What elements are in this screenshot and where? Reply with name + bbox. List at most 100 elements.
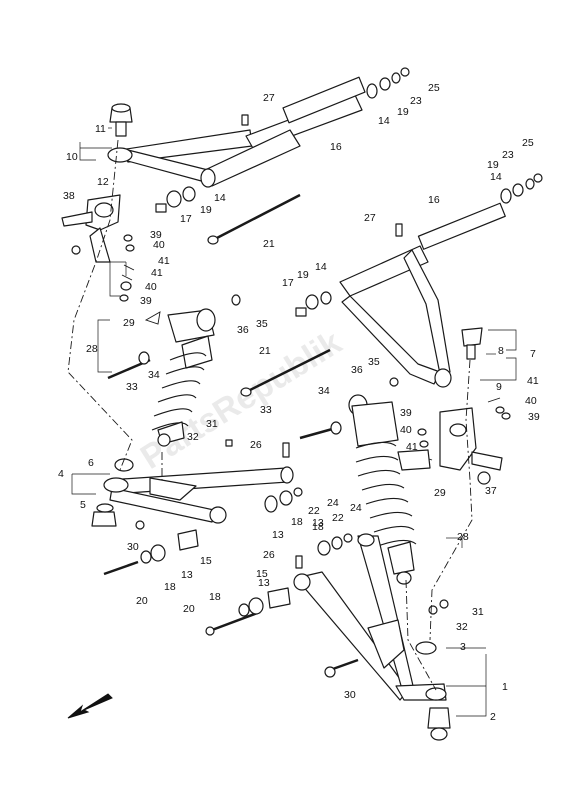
callout-40: 40 [400, 424, 412, 436]
callout-32: 32 [456, 621, 468, 633]
callout-14: 14 [214, 192, 226, 204]
callout-41: 41 [151, 267, 163, 279]
callout-17: 17 [180, 213, 192, 225]
callout-31: 31 [472, 606, 484, 618]
callout-21: 21 [259, 345, 271, 357]
callout-40: 40 [153, 239, 165, 251]
callout-18: 18 [164, 581, 176, 593]
callout-18: 18 [312, 521, 324, 533]
grease-nipple-left [241, 114, 249, 126]
callout-8: 8 [498, 345, 504, 357]
callout-15: 15 [256, 568, 268, 580]
ball-joint-upper-left [109, 103, 133, 137]
callout-22: 22 [308, 505, 320, 517]
callout-18: 18 [209, 591, 221, 603]
watermark: PartsRepublik [134, 323, 348, 476]
callout-1: 1 [502, 681, 508, 693]
callout-19: 19 [297, 269, 309, 281]
bushings-lower-left [135, 487, 303, 564]
shock-clip-left [144, 311, 161, 325]
knuckle-right [439, 397, 511, 485]
callout-40: 40 [525, 395, 537, 407]
callout-25: 25 [522, 137, 534, 149]
callout-20: 20 [183, 603, 195, 615]
callout-27: 27 [263, 92, 275, 104]
callout-12: 12 [97, 176, 109, 188]
callout-13: 13 [272, 529, 284, 541]
callout-23: 23 [502, 149, 514, 161]
callout-39: 39 [528, 411, 540, 423]
callout-34: 34 [318, 385, 330, 397]
callout-2: 2 [490, 711, 496, 723]
callout-41: 41 [158, 255, 170, 267]
shock-bolt-left [107, 294, 241, 447]
callout-17: 17 [282, 277, 294, 289]
bushings-upper-left [155, 67, 410, 213]
callout-24: 24 [327, 497, 339, 509]
callout-30: 30 [127, 541, 139, 553]
callout-29: 29 [123, 317, 135, 329]
callout-19: 19 [487, 159, 499, 171]
callout-27: 27 [364, 212, 376, 224]
callout-11: 11 [95, 123, 106, 135]
shock-absorber-right [348, 394, 431, 585]
callout-21: 21 [263, 238, 275, 250]
callout-40: 40 [145, 281, 157, 293]
callout-41: 41 [406, 441, 418, 453]
bolt-upper-right [240, 348, 331, 397]
callout-38: 38 [63, 190, 75, 202]
callout-22: 22 [332, 512, 344, 524]
callout-29: 29 [434, 487, 446, 499]
callout-30: 30 [344, 689, 356, 701]
bolt-upper-arm [207, 193, 301, 245]
callout-23: 23 [410, 95, 422, 107]
lower-arm-left [103, 466, 294, 524]
callout-36: 36 [351, 364, 363, 376]
leader-lines [71, 127, 517, 717]
callout-13: 13 [312, 517, 324, 529]
callout-16: 16 [330, 141, 342, 153]
callout-34: 34 [148, 369, 160, 381]
callout-9: 9 [496, 381, 502, 393]
shock-absorber-left [151, 308, 216, 447]
bushings-upper-right [295, 173, 543, 317]
callout-26: 26 [250, 439, 262, 451]
front-direction-arrow [67, 693, 113, 719]
callout-35: 35 [368, 356, 380, 368]
callout-24: 24 [350, 502, 362, 514]
grease-nipple-right [395, 223, 403, 237]
bolt-lower-right [324, 658, 359, 678]
callout-33: 33 [260, 404, 272, 416]
callout-10: 10 [66, 151, 78, 163]
callout-37: 37 [485, 485, 497, 497]
callout-14: 14 [378, 115, 390, 127]
callout-14: 14 [490, 171, 502, 183]
callout-31: 31 [206, 418, 218, 430]
callout-4: 4 [58, 468, 64, 480]
grease-nipple-lower-left [282, 442, 290, 458]
callout-7: 7 [530, 348, 536, 360]
shock-bolt-right [299, 377, 449, 615]
callout-labels: 1 2 3 4 5 6 7 8 9 10 11 12 13 13 13 13 1… [58, 82, 540, 723]
callout-28: 28 [457, 531, 469, 543]
callout-26: 26 [263, 549, 275, 561]
pins-left [119, 234, 135, 302]
upper-arm-right [339, 202, 506, 388]
callout-3: 3 [460, 641, 466, 653]
assembly-lines [67, 139, 473, 691]
bushings-lower-right [238, 533, 353, 617]
callout-6: 6 [88, 457, 94, 469]
bolts-lower-left [103, 560, 261, 636]
callout-39: 39 [150, 229, 162, 241]
callout-32: 32 [187, 431, 199, 443]
ball-joint-lower-right [427, 707, 451, 741]
callout-19: 19 [200, 204, 212, 216]
callout-39: 39 [400, 407, 412, 419]
callout-28: 28 [86, 343, 98, 355]
ring-lower-right [415, 641, 447, 701]
ball-joint-upper-right [461, 327, 483, 360]
callout-14: 14 [315, 261, 327, 273]
callout-41: 41 [527, 375, 539, 387]
callout-35: 35 [256, 318, 268, 330]
